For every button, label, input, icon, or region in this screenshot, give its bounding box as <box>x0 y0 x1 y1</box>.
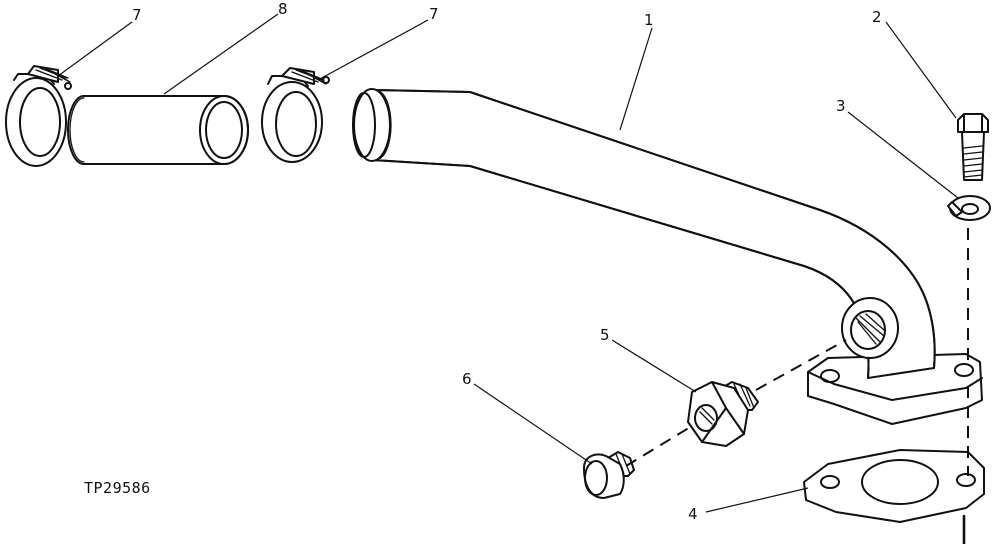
hose <box>67 95 249 165</box>
callout-pipe: 1 <box>644 11 654 29</box>
callout-cap-screw: 2 <box>872 8 882 26</box>
figure-id: TP29586 <box>84 479 151 497</box>
assembly-centerlines <box>625 228 969 544</box>
callout-plug: 6 <box>462 370 472 388</box>
pipe-elbow <box>352 88 983 425</box>
gasket <box>803 449 985 523</box>
bushing <box>687 381 759 447</box>
cap-screw <box>957 113 989 181</box>
leader-lines <box>57 13 959 513</box>
callout-clamp-left: 7 <box>132 6 142 24</box>
lock-washer <box>947 195 991 221</box>
callout-lock-washer: 3 <box>836 97 846 115</box>
callout-clamp-right: 7 <box>429 5 439 23</box>
plug <box>583 451 635 499</box>
hose-clamp-right <box>261 67 330 163</box>
callout-hose: 8 <box>278 0 288 18</box>
callout-gasket: 4 <box>688 505 698 523</box>
hose-clamp-left <box>5 65 72 167</box>
callout-bushing: 5 <box>600 326 610 344</box>
